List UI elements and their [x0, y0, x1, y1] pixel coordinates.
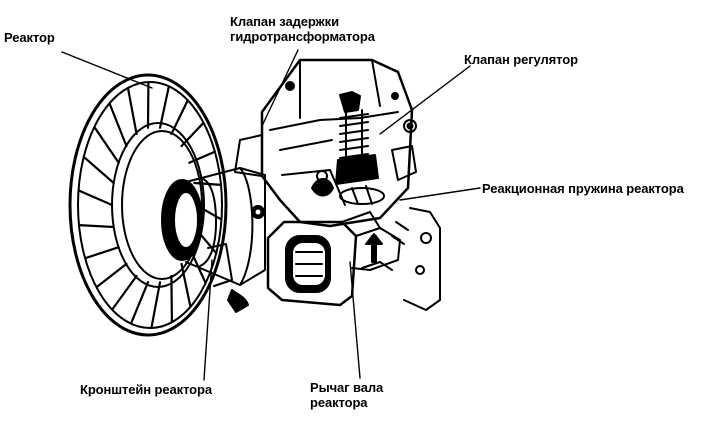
stator-blade [77, 224, 115, 229]
leader-reaction-spring [399, 187, 481, 201]
stator-blade [130, 281, 150, 324]
stator-blades [77, 81, 223, 329]
label-lockup-line2: гидротрансформатора [230, 29, 375, 44]
stator-blade [84, 246, 120, 260]
label-stator-reaction-spring: Реакционная пружина реактора [482, 181, 684, 196]
leader-regulator-valve [379, 65, 471, 135]
label-lever-line1: Рычаг вала [310, 380, 384, 395]
stator-blade [127, 87, 138, 136]
regulator-valve-stack [335, 91, 385, 205]
label-support-text: Кронштейн реактора [80, 382, 212, 397]
stator-blade [95, 262, 128, 289]
label-lever-line2: реактора [310, 395, 368, 410]
label-lockup-line1: Клапан задержки [230, 14, 339, 29]
label-regulator-valve: Клапан регулятор [464, 52, 578, 67]
stator-blade [188, 150, 216, 164]
stator-blade [170, 99, 189, 136]
label-stator-text: Реактор [4, 30, 55, 45]
label-stator: Реактор [4, 30, 55, 45]
leader-stator-lever [349, 261, 361, 379]
stator-blade [180, 262, 192, 308]
leader-stator [61, 51, 153, 89]
stator-wheel [68, 73, 228, 337]
stator-blade [93, 126, 120, 164]
label-stator-shaft-lever: Рычаг вала реактора [310, 380, 383, 410]
stator-blade [82, 155, 115, 185]
stator-blade [77, 189, 114, 207]
stator-blade [111, 274, 138, 311]
label-reaction-spring-text: Реакционная пружина реактора [482, 181, 684, 196]
leader-lockup-valve [261, 49, 299, 127]
stator-blade [180, 121, 205, 148]
stator-blade [158, 86, 170, 129]
leader-stator-support [203, 259, 213, 381]
lever-housing [207, 205, 401, 313]
leader-lines [61, 49, 481, 381]
stator-blade [108, 102, 128, 148]
stator-blade [150, 281, 162, 329]
transmission-case [361, 207, 441, 311]
label-regulator-text: Клапан регулятор [464, 52, 578, 67]
valve-body [234, 58, 417, 228]
label-converter-lockup-valve: Клапан задержки гидротрансформатора [230, 14, 375, 44]
stator-blade [170, 274, 173, 323]
label-stator-support: Кронштейн реактора [80, 382, 212, 397]
